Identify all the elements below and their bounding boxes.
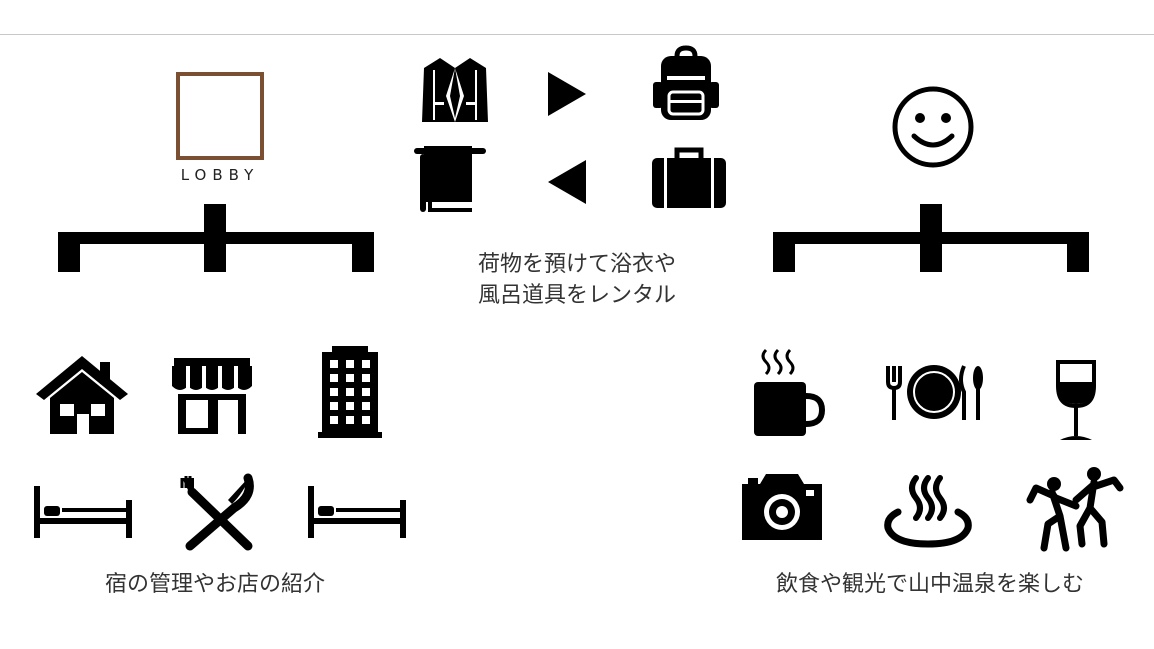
center-caption: 荷物を預けて浴衣や 風呂道具をレンタル xyxy=(427,250,727,312)
hot-spring-icon xyxy=(884,475,972,548)
lobby-label: LOBBY xyxy=(180,166,260,184)
lobby-frame xyxy=(176,72,264,160)
left-caption: 宿の管理やお店の紹介 xyxy=(104,572,325,597)
dinner-plate-icon xyxy=(886,365,983,420)
center-caption-line1: 荷物を預けて浴衣や xyxy=(477,252,676,277)
arrow-left-icon xyxy=(548,160,586,204)
dancing-people-icon xyxy=(1026,467,1124,552)
right-caption: 飲食や観光で山中温泉を楽しむ xyxy=(775,572,1084,597)
arrow-right-icon xyxy=(548,72,586,116)
left-tree-connector xyxy=(58,204,374,272)
hot-coffee-icon xyxy=(754,348,826,436)
center-caption-line2: 風呂道具をレンタル xyxy=(477,282,676,308)
smiley-icon xyxy=(892,86,974,168)
suitcase-icon xyxy=(652,147,726,208)
bed-icon xyxy=(308,486,406,538)
fork-knife-icon xyxy=(180,473,254,551)
top-divider xyxy=(0,34,1154,35)
house-icon xyxy=(36,356,128,434)
camera-icon xyxy=(742,474,822,540)
wine-glass-icon xyxy=(1056,360,1096,440)
jacket-icon xyxy=(422,58,488,122)
building-icon xyxy=(318,346,382,438)
towel-icon xyxy=(414,146,486,212)
right-tree-connector xyxy=(773,204,1089,272)
backpack-icon xyxy=(653,45,719,120)
bed-icon xyxy=(34,486,132,538)
shop-icon xyxy=(172,358,252,434)
